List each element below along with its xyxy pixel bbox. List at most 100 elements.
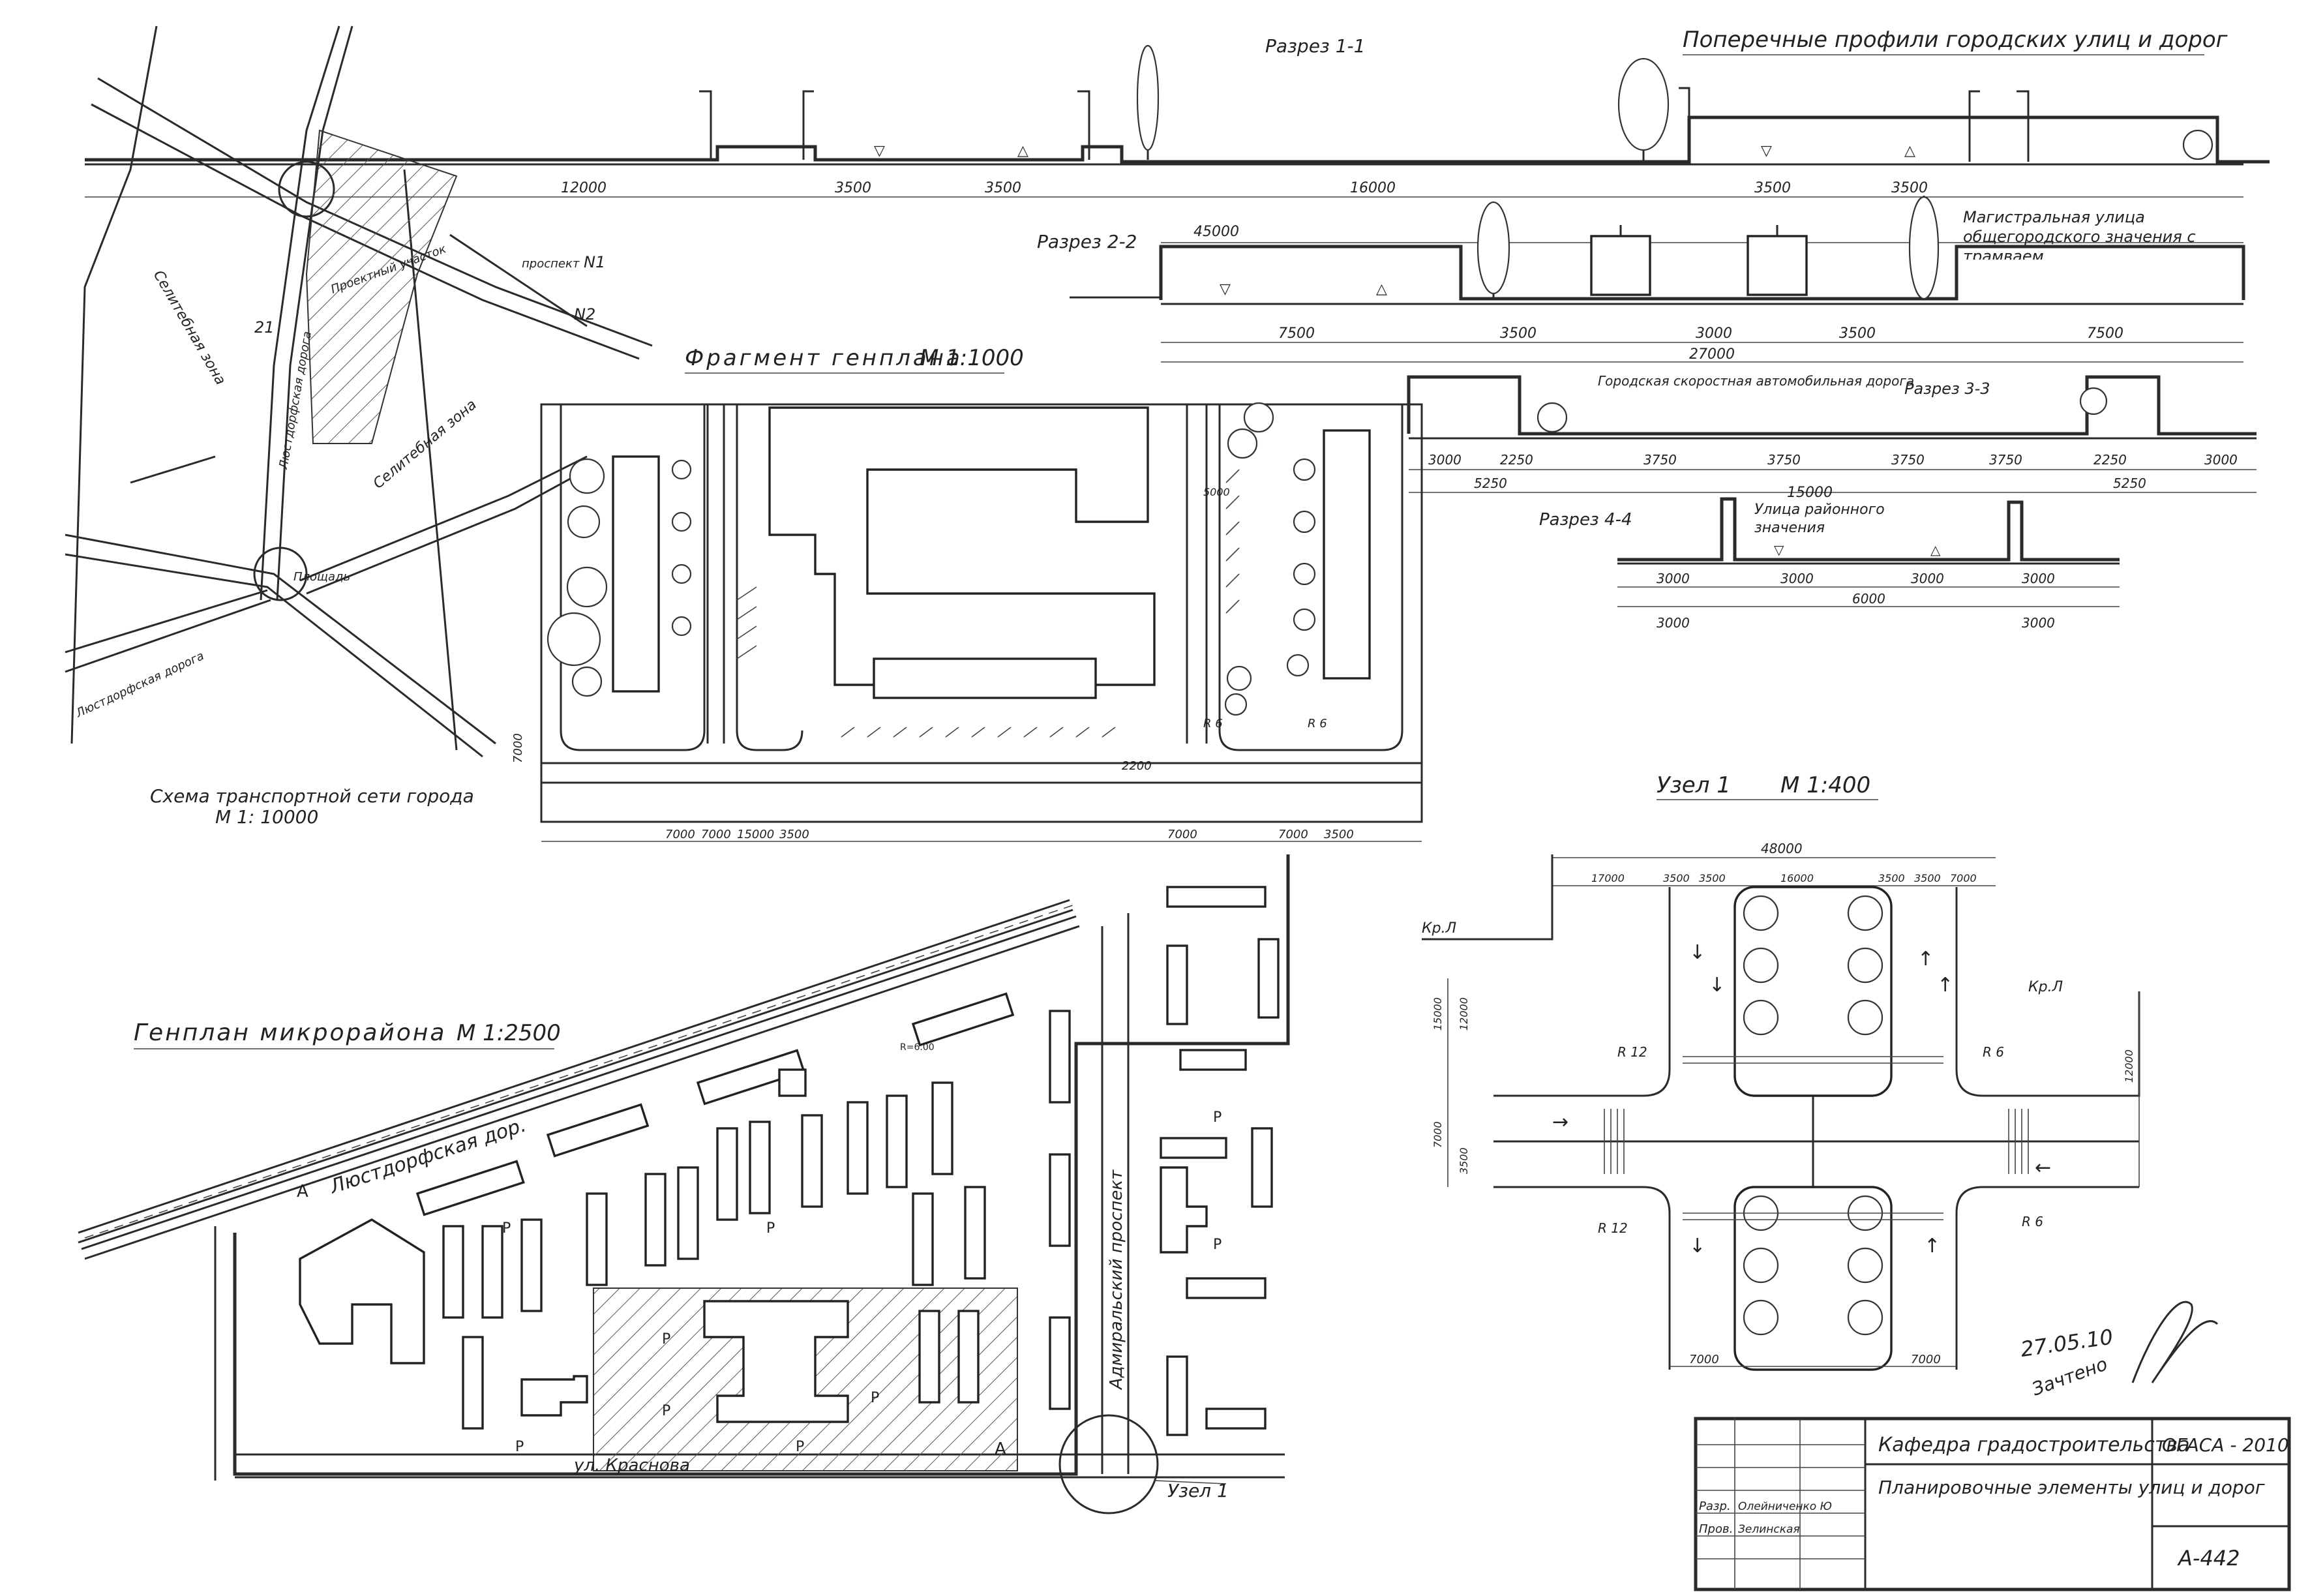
dim-s4-3000-a: 3000: [1657, 571, 1690, 586]
dim-s4-3000-c: 3000: [1911, 571, 1944, 586]
node-dim-17000: 17000: [1591, 872, 1625, 884]
dim-s3-3750-b: 3750: [1767, 452, 1801, 468]
dim-s4-3000-d: 3000: [2022, 571, 2055, 586]
node-dim-3500-d: 3500: [1914, 872, 1941, 884]
dim-s3-3750-c: 3750: [1891, 452, 1925, 468]
microdistrict-plan: Генплан микрорайона М 1:2500: [78, 854, 1290, 1514]
node-dim-7000: 7000: [1950, 872, 1977, 884]
dim-27000: 27000: [1689, 346, 1735, 363]
node-scale: М 1:400: [1780, 772, 1870, 798]
dim-45000: 45000: [1193, 224, 1239, 240]
node-dim-48000: 48000: [1761, 841, 1803, 856]
section-1-1: Разрез 1-1 ▽ △ ▽ △ 12000 3: [85, 35, 2270, 198]
fragment-building-1: [612, 455, 660, 693]
label-zone-21: 21: [254, 318, 275, 337]
fragment-label-5000: 5000: [1203, 486, 1230, 498]
svg-text:Р: Р: [1213, 1109, 1222, 1126]
svg-text:Р: Р: [1213, 1237, 1222, 1253]
svg-text:R=6.00: R=6.00: [900, 1042, 935, 1053]
fragment-parking: [736, 469, 1240, 738]
svg-text:↓: ↓: [1689, 941, 1705, 964]
section-2-2-note: Магистральная улица общегородского значе…: [1963, 208, 2196, 260]
dim-s4-15000: 15000: [1787, 485, 1833, 501]
section-2-2-note-box: Магистральная улица общегородского значе…: [1963, 208, 2196, 260]
dim-s3-2250-b: 2250: [2093, 452, 2127, 468]
node-title: Узел 1: [1657, 772, 1731, 798]
node-dim-right-12000: 12000: [2123, 1049, 2135, 1083]
microdistrict-title: Генплан микрорайона: [134, 1019, 446, 1046]
section-2-2: Разрез 2-2 45000 Магистральная улица общ…: [1037, 196, 2245, 363]
svg-text:Р: Р: [871, 1390, 879, 1406]
section-1-1-label: Разрез 1-1: [1265, 35, 1365, 57]
node-arrows: ↓ ↓ ↑ ↑ → ← ↓ ↑: [1552, 941, 2051, 1257]
dim-3500-c: 3500: [1754, 180, 1791, 196]
tb-sheet-code: А-442: [2177, 1546, 2240, 1571]
dim-3500-e: 3500: [1500, 325, 1537, 342]
dim-s3-3000-a: 3000: [1428, 452, 1462, 468]
dim-s3-5250-b: 5250: [2113, 475, 2146, 491]
node-median-north: [1733, 886, 1893, 1097]
node-dim-3500-c: 3500: [1878, 872, 1905, 884]
svg-text:↓: ↓: [1709, 974, 1725, 997]
node-dim-left-12000: 12000: [1458, 997, 1470, 1031]
dim-s3-2250-a: 2250: [1500, 452, 1533, 468]
svg-text:↑: ↑: [1917, 948, 1934, 971]
dim-s3-3750-a: 3750: [1643, 452, 1677, 468]
fragment-label-r6-a: R 6: [1203, 717, 1223, 730]
trams: [1590, 225, 1808, 296]
svg-text:Р: Р: [515, 1439, 524, 1455]
tb-role-dev: Разр.: [1699, 1499, 1731, 1513]
fragment-trees: [547, 402, 1316, 716]
label-road-1: Люстдорфская дорога: [277, 330, 314, 470]
microdistrict-buildings: [299, 886, 1280, 1436]
fragment-dim-2: 7000: [701, 828, 731, 841]
svg-text:△: △: [1376, 281, 1387, 297]
dim-7500-a: 7500: [1278, 325, 1315, 342]
dim-s4-6000: 6000: [1852, 591, 1885, 607]
microdistrict-scale: М 1:2500: [457, 1020, 561, 1046]
svg-text:А: А: [297, 1182, 308, 1201]
fragment-boundary: [540, 403, 1423, 823]
node-1-marker: [1058, 1414, 1159, 1514]
tb-role-check: Пров.: [1699, 1522, 1733, 1536]
dim-3500-a: 3500: [835, 180, 871, 196]
svg-text:▽: ▽: [874, 143, 885, 159]
tb-department: Кафедра градостроительства: [1878, 1434, 2189, 1456]
svg-text:↓: ↓: [1689, 1235, 1705, 1257]
node-trees: [1743, 895, 1883, 1336]
node-label-r6-a: R 6: [1983, 1044, 2004, 1060]
dim-s3-3750-d: 3750: [1989, 452, 2022, 468]
label-prospekt: проспект: [522, 257, 580, 271]
svg-text:→: →: [1552, 1111, 1568, 1134]
section-2-2-label: Разрез 2-2: [1037, 231, 1137, 252]
dim-3500-d: 3500: [1891, 180, 1928, 196]
fragment-dim-6: 7000: [1278, 828, 1308, 841]
profiles-title: Поперечные профили городских улиц и доро…: [1683, 27, 2228, 53]
node-label-r12-a: R 12: [1617, 1044, 1647, 1060]
node-label-krl-1: Кр.Л: [1422, 920, 1456, 937]
fragment-label-r6-b: R 6: [1308, 717, 1327, 730]
microdistrict-marks: Р Р Р Р Р Р Р Р Р А А R=6.00: [297, 1042, 1222, 1459]
signature-note: Зачтено: [2029, 1353, 2110, 1400]
fragment-scale: М 1:1000: [920, 345, 1024, 371]
dim-s3-5250-a: 5250: [1474, 475, 1507, 491]
svg-text:Р: Р: [766, 1220, 775, 1237]
trees-section-2: [1477, 196, 1940, 300]
node-label-r12-b: R 12: [1598, 1220, 1628, 1236]
svg-text:▽: ▽: [1220, 281, 1231, 297]
tb-institution: ОГАСА - 2010: [2162, 1434, 2289, 1456]
dim-3500-f: 3500: [1839, 325, 1876, 342]
fragment-annex: [873, 657, 1097, 699]
label-square: Площадь: [293, 570, 350, 584]
svg-text:↑: ↑: [1937, 974, 1953, 997]
svg-text:△: △: [1930, 542, 1941, 558]
fragment-dim-side: 7000: [511, 733, 525, 763]
svg-text:Р: Р: [662, 1331, 670, 1348]
street-krasnova: ул. Краснова: [573, 1456, 690, 1475]
street-admiralsky: Адмиральский проспект: [1107, 1169, 1126, 1391]
label-road-2: Люстдорфская дорога: [73, 649, 206, 721]
section-4-4-note: Улица районного значения: [1754, 502, 1885, 536]
section-4-4: 15000 Улица районного значения Разрез 4-…: [1539, 485, 2120, 631]
svg-text:↑: ↑: [1924, 1235, 1940, 1257]
